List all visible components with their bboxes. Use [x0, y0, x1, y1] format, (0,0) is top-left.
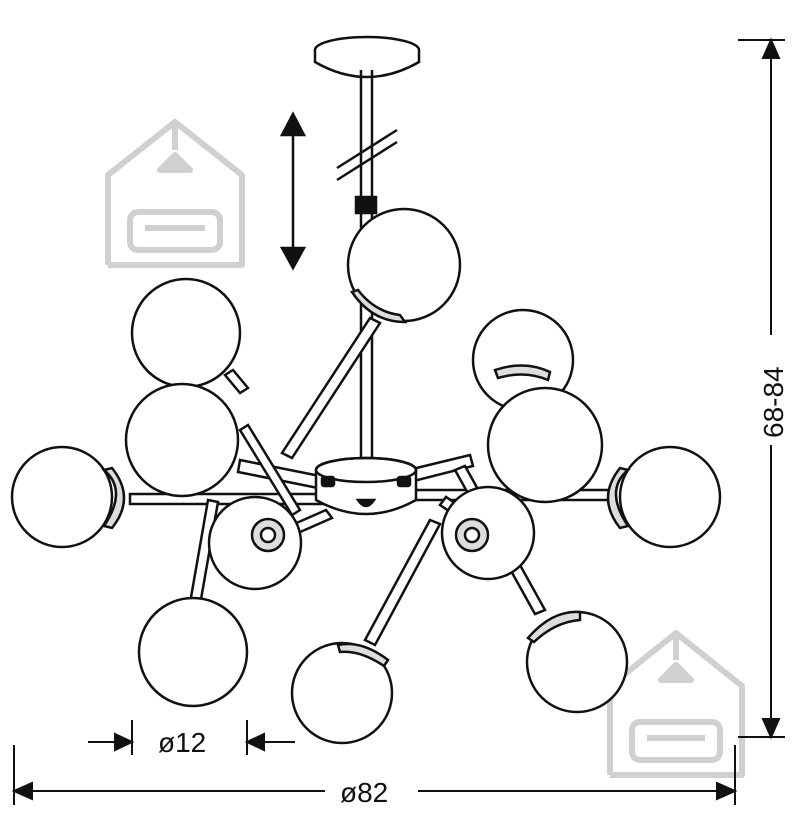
suspension-rod	[336, 70, 398, 470]
socket-caps	[101, 288, 631, 668]
adjustable-height-arrow-icon	[279, 111, 307, 271]
globe-far-left	[10, 445, 114, 549]
watermark-logo-top	[105, 119, 245, 268]
dimension-overall-diameter	[11, 745, 738, 805]
overall-diameter-label: ø82	[340, 777, 388, 808]
ceiling-canopy	[313, 35, 421, 79]
globes	[10, 207, 722, 745]
dimension-overall-height	[738, 37, 785, 740]
watermark-logo-bottom	[607, 630, 745, 778]
globe-upper-left	[130, 277, 242, 389]
dimension-globe-diameter	[88, 720, 295, 755]
overall-height-label: 68-84	[758, 366, 789, 438]
globe-mid-left	[124, 382, 240, 498]
globe-diameter-label: ø12	[158, 727, 206, 758]
globe-far-right	[618, 445, 722, 549]
globe-low-center	[290, 641, 394, 745]
central-hub	[314, 456, 418, 516]
globe-low-left	[137, 596, 249, 708]
globe-mid-right	[486, 386, 604, 504]
